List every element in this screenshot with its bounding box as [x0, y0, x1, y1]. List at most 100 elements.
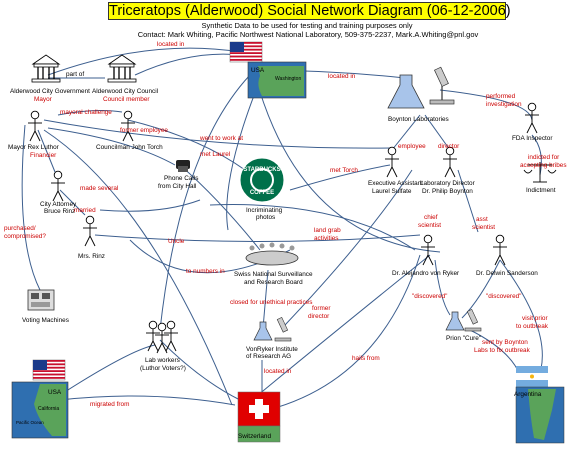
- label-alderwood-council: Alderwood City Council: [92, 88, 158, 95]
- map-label-pacific: Pacific Ocean: [16, 420, 44, 425]
- lab-workers-group: [145, 320, 179, 354]
- rel-asst-1: asst: [476, 216, 488, 223]
- switzerland-flag: [237, 391, 281, 443]
- starbucks-logo: STARBUCKS COFFEE: [239, 157, 285, 203]
- label-alderwood-gov: Alderwood City Government: [10, 88, 90, 95]
- label-sanderson: Dr. Delwin Sanderson: [476, 270, 538, 277]
- rel-land-grab-1: land grab: [314, 227, 341, 234]
- rel-visit-2: to outbreak: [516, 323, 549, 330]
- rel-performed-1: performed: [486, 93, 516, 100]
- role-financier: Financier: [30, 152, 57, 159]
- voting-machines-icon: [27, 289, 55, 311]
- rel-uncle: Uncle: [168, 238, 185, 245]
- boynton-labs-icon: [387, 66, 455, 109]
- label-indictment: Indictment: [526, 187, 556, 194]
- rel-discovered-1: "discovered": [412, 293, 447, 300]
- edges: [21, 47, 543, 411]
- california-map: USA California Pacific Ocean: [11, 381, 69, 439]
- label-photos-1: Incriminating: [246, 207, 283, 214]
- usa-flag-top: [229, 41, 263, 63]
- map-label-california: California: [38, 406, 59, 412]
- label-torch: Councilman John Torch: [96, 144, 163, 151]
- rel-land-grab-2: activities: [314, 235, 339, 242]
- swiss-board-icon: [245, 242, 299, 266]
- rel-part-of: part of: [66, 71, 84, 78]
- rel-hails-from: hails from: [352, 355, 380, 362]
- label-director-2: Dr. Philip Boynton: [422, 188, 473, 195]
- rel-met-torch: met Torch: [330, 167, 358, 174]
- rel-discovered-2: "discovered": [486, 293, 521, 300]
- rel-former-director-1: former: [312, 305, 331, 312]
- rel-chief-2: scientist: [418, 222, 441, 229]
- argentina-flag: [515, 366, 565, 444]
- rel-located-in-1: located in: [157, 41, 185, 48]
- label-argentina: Argentina: [514, 391, 542, 398]
- label-prion: Prion "Cure": [446, 335, 481, 342]
- alderwood-council-building: [107, 54, 137, 83]
- label-fda: FDA Inspector: [512, 135, 553, 142]
- rel-married: married: [74, 207, 96, 214]
- rel-closed-for: closed for unethical practices: [230, 299, 312, 306]
- rel-performed-2: investigation: [486, 101, 522, 108]
- prion-icon: [445, 308, 482, 332]
- starbucks-text-bottom: COFFEE: [250, 190, 274, 196]
- person-laurel: [384, 146, 400, 178]
- label-mayor: Mayor Rex Luthor: [8, 144, 60, 151]
- starbucks-text-top: STARBUCKS: [243, 167, 280, 173]
- rel-mayoral-challenge: mayoral challenge: [60, 109, 112, 116]
- label-swiss-board-2: and Research Board: [244, 279, 303, 286]
- rel-chief-1: chief: [424, 214, 438, 221]
- rel-asst-2: scientist: [472, 224, 495, 231]
- diagram-contact: Contact: Mark Whiting, Pacific Northwest…: [137, 30, 479, 39]
- indictment-scales-icon: [523, 162, 557, 183]
- label-lab-workers-2: (Luthor Voters?): [140, 365, 186, 372]
- rel-indicted-1: indicted for: [528, 154, 560, 161]
- rel-to-numbers-in: to numbers in: [186, 268, 225, 275]
- label-assistant-1: Executive Assistant: [368, 180, 423, 187]
- rel-visit-1: visit prior: [522, 315, 548, 322]
- usa-flag-bottom: [32, 359, 66, 381]
- diagram-title: Triceratops (Alderwood) Social Network D…: [108, 2, 511, 20]
- rel-former-director-2: director: [308, 313, 330, 320]
- rel-went-to-work-at: went to work at: [199, 135, 243, 142]
- phone-icon: [176, 160, 190, 172]
- label-mrs-rinz: Mrs. Rinz: [78, 253, 105, 260]
- label-phone-2: from City Hall: [158, 183, 196, 190]
- rel-director: director: [438, 143, 460, 150]
- rel-sent-2: Labs to fix outbreak: [474, 347, 531, 354]
- rel-made-several: made several: [80, 185, 118, 192]
- rel-indicted-2: accepting bribes: [520, 162, 567, 169]
- map-label-usa-top: USA: [251, 67, 265, 74]
- rel-employee: employee: [398, 143, 426, 150]
- vonryker-institute-icon: [253, 316, 292, 342]
- map-label-usa-bottom: USA: [48, 389, 62, 396]
- label-vonryker-inst-2: of Research AG: [246, 353, 291, 360]
- rel-met-laurel: met Laurel: [200, 151, 230, 158]
- person-boynton: [442, 146, 458, 178]
- label-vonryker-inst-1: VonRyker Institute: [246, 346, 298, 353]
- rel-located-in-3: located in: [264, 368, 292, 375]
- rel-located-in-2: located in: [328, 73, 356, 80]
- person-mayor: [27, 110, 43, 142]
- label-assistant-2: Laurel Sulfate: [372, 188, 412, 195]
- label-boynton-labs: Boynton Laboratories: [388, 116, 449, 123]
- rel-purchased-1: purchased/: [4, 225, 36, 232]
- label-director-1: Laboratory Director: [420, 180, 476, 187]
- rel-sent-1: sent by Boynton: [482, 339, 528, 346]
- label-swiss-board-1: Swiss National Surveillance: [234, 271, 313, 278]
- label-phone-1: Phone Calls: [164, 175, 198, 182]
- map-label-washington: Washington: [275, 76, 301, 82]
- label-voting-machines: Voting Machines: [22, 317, 69, 324]
- rel-purchased-2: compromised?: [4, 233, 46, 240]
- diagram-subtitle: Synthetic Data to be used for testing an…: [201, 21, 413, 30]
- person-fda: [524, 102, 540, 134]
- person-attorney: [50, 170, 66, 202]
- label-photos-2: photos: [256, 214, 275, 221]
- label-vonryker: Dr. Alejandro von Ryker: [392, 270, 460, 277]
- rel-former-employee: former employee: [120, 127, 168, 134]
- washington-map: USA Washington: [247, 61, 307, 99]
- label-lab-workers-1: Lab workers: [145, 357, 180, 364]
- role-mayor: Mayor: [34, 96, 53, 103]
